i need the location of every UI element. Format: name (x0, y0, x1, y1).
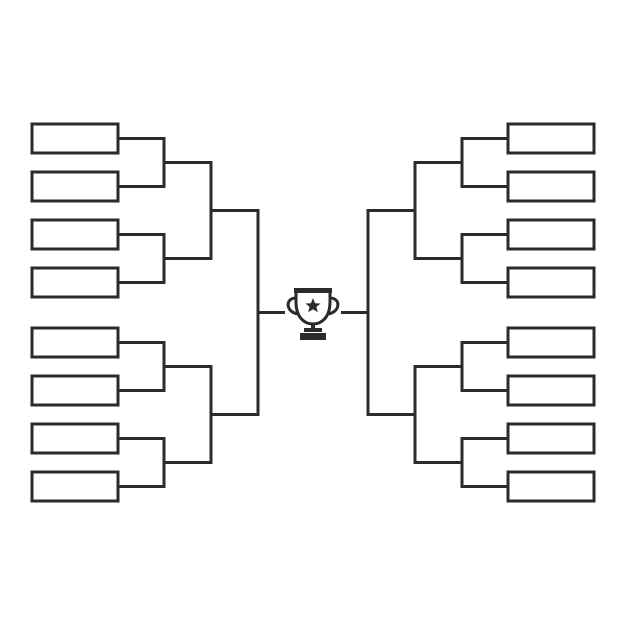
left-team-slot-1[interactable] (30, 122, 120, 155)
left-team-slot-2[interactable] (30, 170, 120, 203)
right-round-2-connector (413, 161, 462, 260)
star-icon (305, 298, 321, 313)
left-round-1-connector (118, 137, 166, 188)
bracket-right-side (341, 122, 596, 503)
left-team-slot-5[interactable] (30, 326, 120, 359)
right-team-slot-8[interactable] (506, 470, 596, 503)
trophy-icon (286, 288, 340, 340)
right-round-3-connector (366, 209, 415, 416)
right-round-1-connector (460, 137, 508, 188)
left-team-slot-8[interactable] (30, 470, 120, 503)
right-team-slot-2[interactable] (506, 170, 596, 203)
left-round-1-connector (118, 341, 166, 392)
right-team-slot-7[interactable] (506, 422, 596, 455)
left-round-1-connector (118, 233, 166, 284)
right-round-1-connector (460, 233, 508, 284)
left-round-1-connector (118, 437, 166, 488)
left-team-slot-6[interactable] (30, 374, 120, 407)
left-team-slot-4[interactable] (30, 266, 120, 299)
left-round-3-connector (211, 209, 260, 416)
right-team-slot-5[interactable] (506, 326, 596, 359)
left-round-2-connector (164, 161, 213, 260)
left-team-slot-3[interactable] (30, 218, 120, 251)
left-team-slot-7[interactable] (30, 422, 120, 455)
right-round-1-connector (460, 341, 508, 392)
left-round-2-connector (164, 365, 213, 464)
right-team-slot-3[interactable] (506, 218, 596, 251)
right-round-1-connector (460, 437, 508, 488)
right-team-slot-1[interactable] (506, 122, 596, 155)
bracket-left-side (30, 122, 285, 503)
right-round-2-connector (413, 365, 462, 464)
right-team-slot-4[interactable] (506, 266, 596, 299)
right-team-slot-6[interactable] (506, 374, 596, 407)
